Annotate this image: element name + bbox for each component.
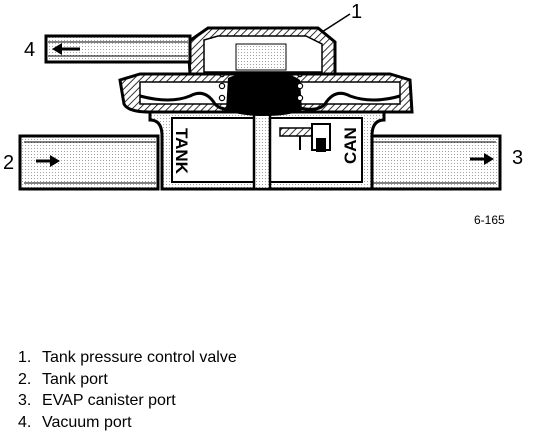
legend-item: 3. EVAP canister port	[18, 390, 237, 412]
callout-1: 1	[351, 1, 362, 23]
legend-item: 4. Vacuum port	[18, 412, 237, 434]
valve-cross-section-diagram: TANK CAN 1 2 3 4	[3, 1, 523, 191]
callout-2: 2	[3, 152, 14, 174]
diaphragm	[139, 72, 401, 116]
legend-text: Tank port	[42, 370, 108, 388]
vacuum-port-tube	[44, 34, 192, 64]
legend-item: 2. Tank port	[18, 369, 237, 391]
canister-port-pipe	[368, 134, 502, 191]
callout-1-leader	[321, 13, 351, 33]
flow-arrow-tank	[36, 155, 60, 167]
legend-item: 1. Tank pressure control valve	[18, 347, 237, 369]
legend-number: 3.	[18, 392, 32, 409]
canister-chamber-label: CAN	[341, 127, 360, 164]
legend-text: Tank pressure control valve	[42, 349, 237, 366]
tank-chamber-label: TANK	[172, 128, 191, 175]
valve-lower-body	[148, 110, 386, 191]
valve-upper-cover	[186, 26, 337, 76]
legend-number: 4.	[18, 413, 32, 431]
figure-number: 6-165	[474, 213, 505, 227]
callout-3: 3	[512, 147, 523, 169]
legend-number: 2.	[18, 370, 32, 388]
callout-4: 4	[24, 39, 35, 61]
flow-arrow-vacuum	[52, 43, 80, 55]
parts-legend: 1. Tank pressure control valve 2. Tank por…	[18, 347, 237, 433]
legend-text: EVAP canister port	[42, 392, 176, 409]
legend-text: Vacuum port	[42, 413, 132, 431]
legend-number: 1.	[18, 349, 32, 366]
flow-arrow-canister	[470, 153, 494, 165]
tank-port-pipe	[18, 134, 160, 191]
